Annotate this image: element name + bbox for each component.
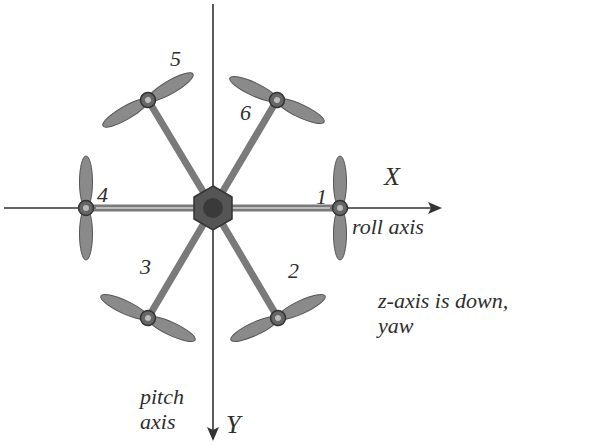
center-hub <box>203 198 223 218</box>
axis-label: roll axis <box>352 214 482 239</box>
propeller <box>227 71 328 129</box>
axis-name: X <box>384 162 400 192</box>
frame-arms <box>86 100 340 318</box>
callout-number: 1 <box>316 184 327 209</box>
callout-number: 5 <box>170 46 181 71</box>
callout-number: 3 <box>140 254 151 279</box>
propeller <box>333 156 348 260</box>
propeller <box>79 156 94 260</box>
axis-name: Y <box>226 410 240 440</box>
propeller <box>228 289 329 347</box>
callout-number: 2 <box>288 258 299 283</box>
callout-number: 4 <box>97 182 108 207</box>
propeller <box>98 289 199 347</box>
callout-number: 6 <box>240 100 251 125</box>
propeller <box>99 68 197 133</box>
axis-label: pitch axis <box>140 384 206 435</box>
axis-arrowhead <box>207 427 219 441</box>
note-text: z-axis is down, yaw <box>378 288 528 339</box>
axis-arrowhead <box>428 202 442 214</box>
center-hub <box>194 186 232 230</box>
